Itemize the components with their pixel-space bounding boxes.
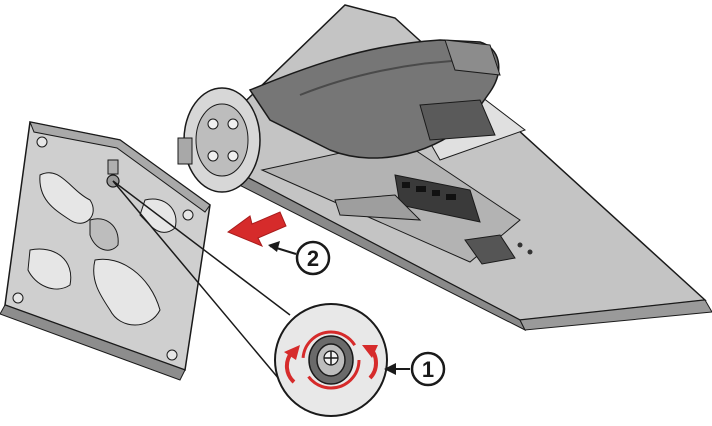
step-2-number: 2 <box>307 246 319 271</box>
pointer-arrow-icon <box>384 363 410 375</box>
round-mount-plate <box>177 87 261 193</box>
step-1-circle <box>410 351 446 387</box>
callout-lines <box>112 180 306 411</box>
pull-arrow-icon <box>226 211 287 247</box>
stand-base-plate <box>0 121 211 381</box>
pointer-arrow-icon <box>268 241 297 255</box>
stand-arm <box>248 39 501 159</box>
step-1-callout: 1 <box>384 351 446 387</box>
step-2-callout: 2 <box>268 240 331 276</box>
step-1-number: 1 <box>422 357 434 382</box>
rotate-right-arrow-icon <box>362 345 378 380</box>
rotate-left-arrow-icon <box>284 345 300 384</box>
screw-magnifier <box>274 303 388 417</box>
step-2-circle <box>295 240 331 276</box>
